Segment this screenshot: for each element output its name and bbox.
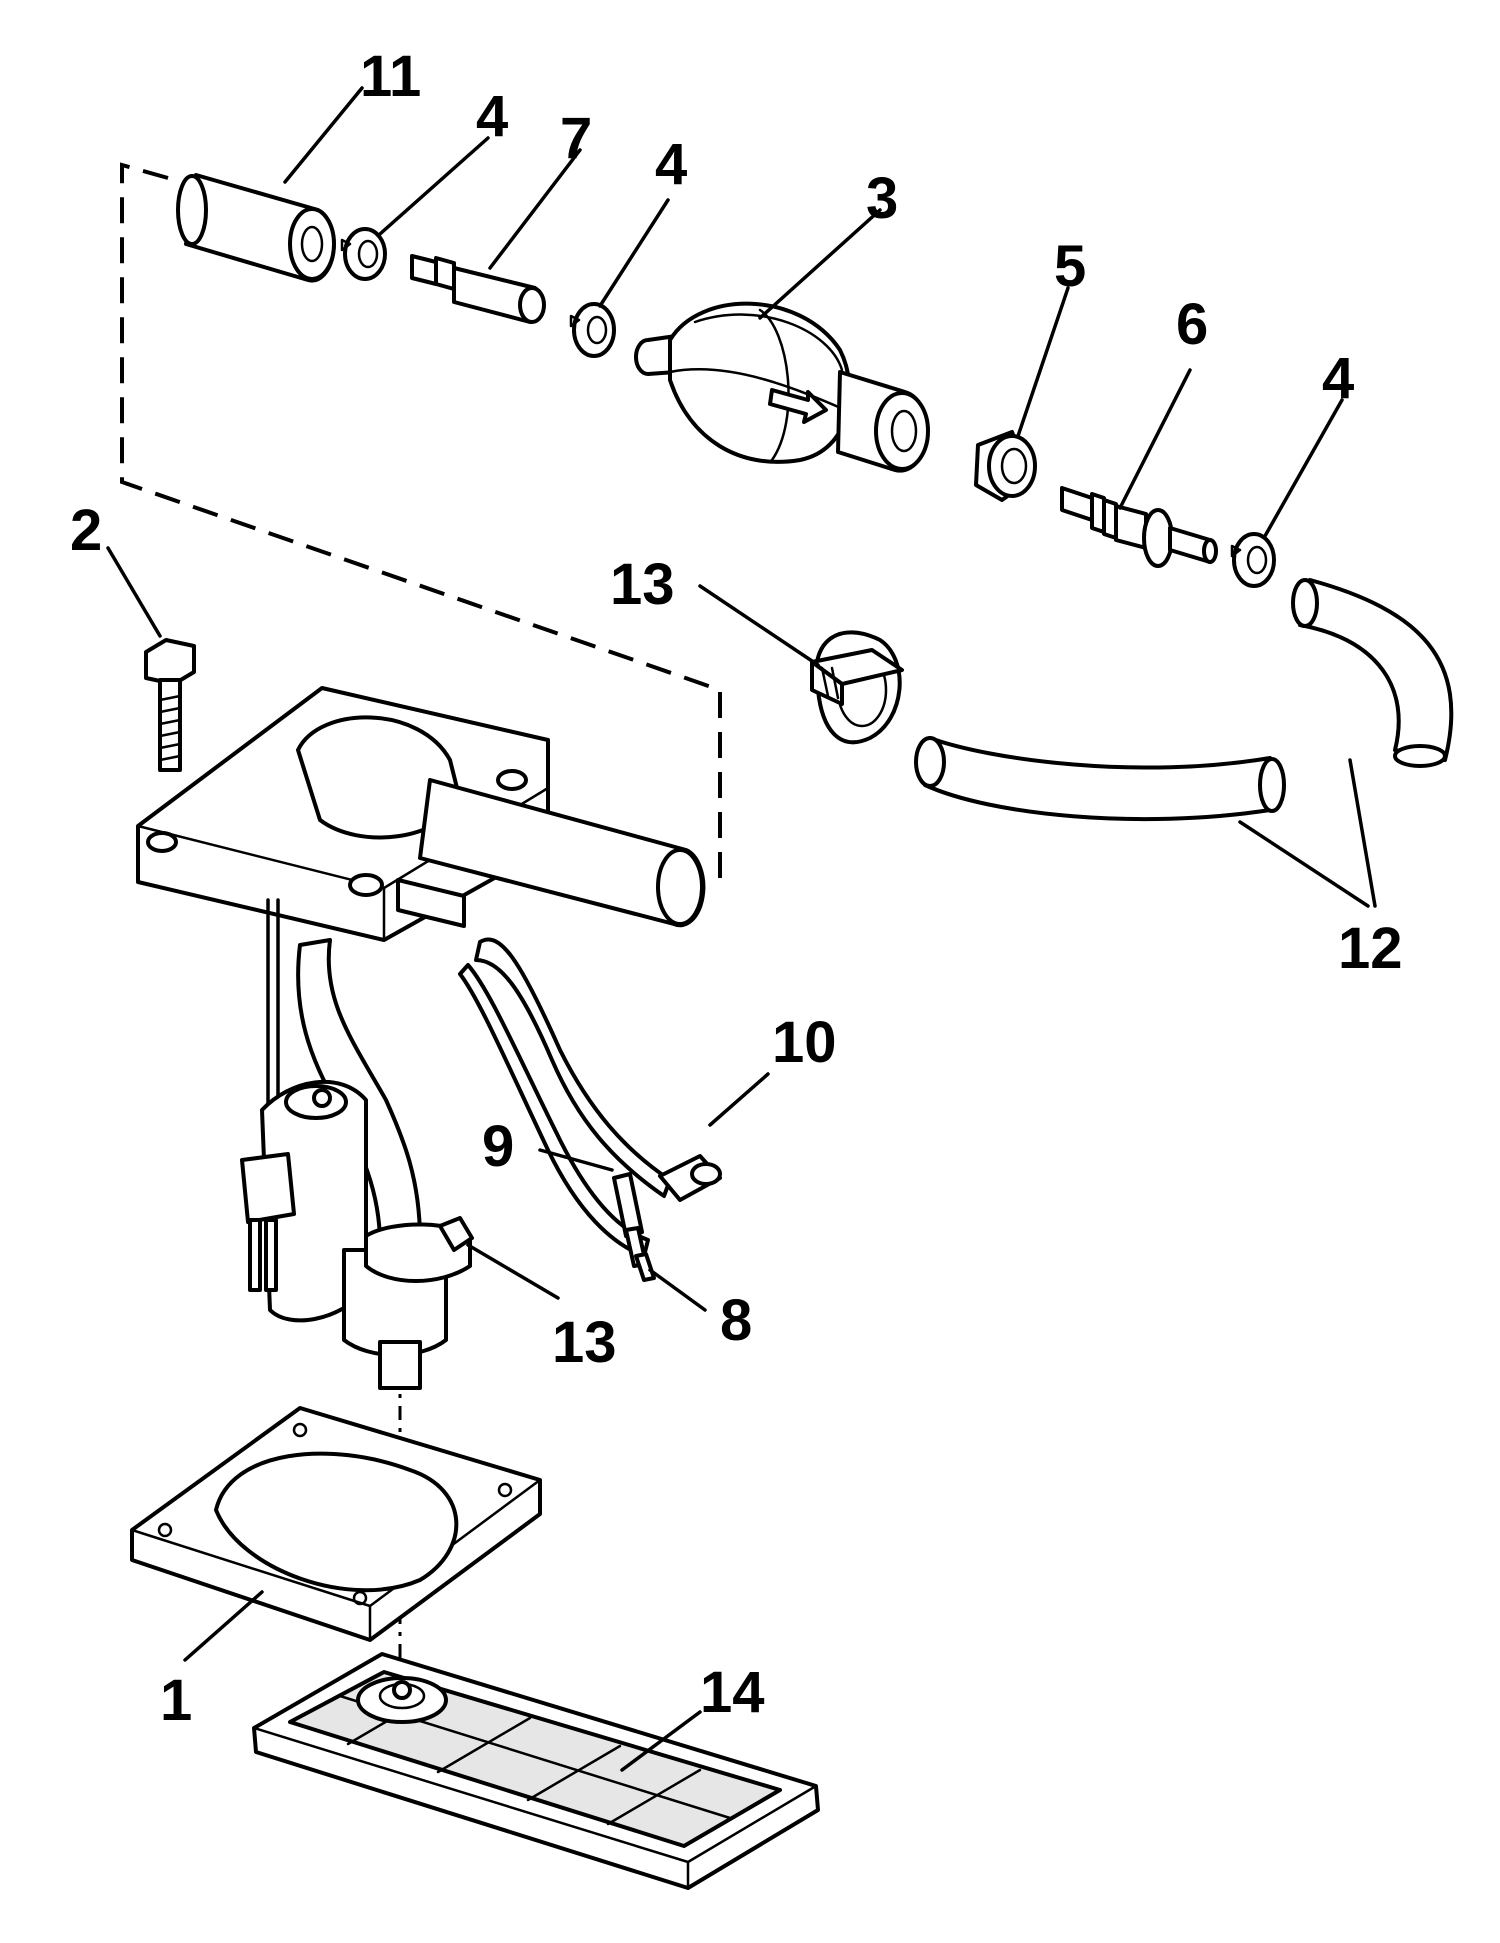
callout-5: 5 [1054,234,1086,299]
callout-12: 12 [1338,916,1403,981]
fuel-pickup-assembly [136,686,706,1390]
part-12-hoses [914,578,1454,822]
part-13-clamp-top [810,630,904,745]
callout-4a: 4 [476,84,508,149]
callout-11: 11 [360,44,421,109]
callout-3: 3 [866,166,898,231]
part-5-nut [974,430,1037,502]
sender-wires [458,937,722,1282]
part-4-clamp-c [1230,532,1276,588]
part-7-fitting [410,254,546,324]
part-4-clamp-b [569,302,616,358]
callout-9: 9 [482,1114,514,1179]
callout-10: 10 [772,1010,837,1075]
part-14-filter-screen [252,1652,820,1890]
callout-7: 7 [560,106,592,171]
part-6-check-valve [1060,486,1218,568]
callout-8: 8 [720,1288,752,1353]
callout-4b: 4 [655,132,687,197]
part-3-primer-bulb [634,301,930,473]
callout-4c: 4 [1322,346,1354,411]
part-2-bolt [144,638,196,772]
leader-lines [106,86,1377,1772]
callout-6: 6 [1176,292,1208,357]
callout-labels: 11 4 7 4 3 5 6 4 2 13 12 10 9 13 8 1 14 [70,44,1403,1733]
callout-14: 14 [700,1660,765,1725]
part-4-clamp-a [340,227,387,281]
callout-2: 2 [70,498,102,563]
callout-13b: 13 [552,1310,617,1375]
callout-1: 1 [160,1668,192,1733]
part-11-hose [176,173,336,283]
part-1-gasket [130,1406,542,1642]
callout-13a: 13 [610,552,675,617]
